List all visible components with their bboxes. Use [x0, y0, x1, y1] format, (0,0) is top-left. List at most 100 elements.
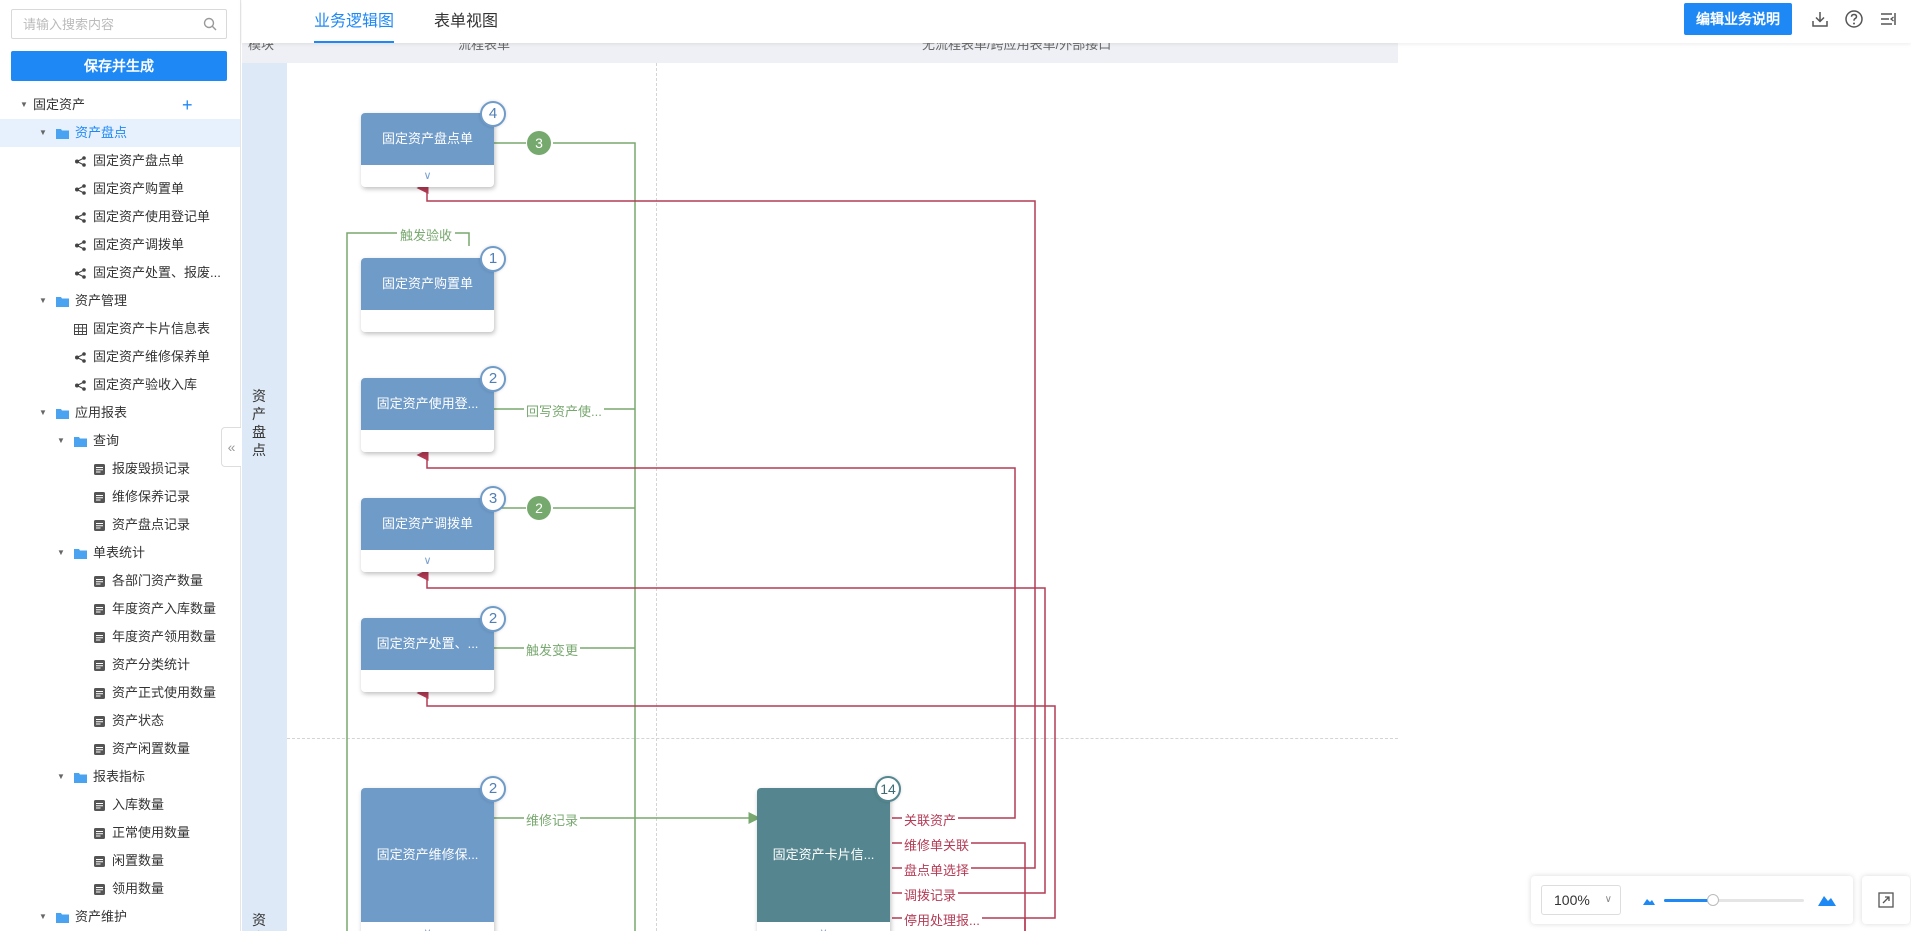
- link-label[interactable]: 关联资产: [902, 810, 959, 829]
- caret-down-icon[interactable]: ▼: [39, 912, 47, 921]
- expand-chevron-icon[interactable]: ∨: [757, 922, 890, 931]
- tree-node[interactable]: ▼查询: [0, 427, 240, 455]
- form-card-asset-card-table[interactable]: 固定资产卡片信... ∨: [757, 788, 890, 931]
- tab-form-view[interactable]: 表单视图: [434, 13, 499, 30]
- caret-down-icon[interactable]: ▼: [39, 408, 47, 417]
- zoom-slider[interactable]: [1664, 894, 1804, 906]
- link-label[interactable]: 触发验收: [397, 225, 456, 244]
- tree-node[interactable]: 固定资产购置单: [0, 175, 240, 203]
- red-link: [416, 687, 1056, 919]
- tree-node[interactable]: ▼固定资产+: [0, 91, 240, 119]
- zoom-value: 100%: [1554, 892, 1590, 908]
- tree-node[interactable]: ▼ 资产管理: [0, 287, 240, 315]
- link-label[interactable]: 触发变更: [524, 640, 581, 659]
- table-icon: [74, 324, 87, 335]
- tree-node[interactable]: ▼应用报表: [0, 399, 240, 427]
- save-and-generate-button[interactable]: 保存并生成: [11, 51, 227, 81]
- folder-icon: [74, 773, 87, 783]
- download-icon[interactable]: [1810, 9, 1830, 29]
- form-card-asset-repair[interactable]: 固定资产维修保... ∨: [361, 788, 494, 931]
- link-label[interactable]: 盘点单选择: [902, 860, 972, 879]
- tree-node[interactable]: ▼报表指标: [0, 763, 240, 791]
- outline-menu-icon[interactable]: [1878, 9, 1898, 29]
- caret-down-icon[interactable]: ▼: [39, 128, 47, 137]
- zoom-out-mountain-icon[interactable]: [1641, 892, 1657, 908]
- form-card-asset-usage[interactable]: 固定资产使用登...: [361, 378, 494, 452]
- card-title: 固定资产调拨单: [361, 498, 494, 550]
- card-title: 固定资产购置单: [361, 258, 494, 310]
- column-divider: [656, 63, 657, 931]
- tree-node[interactable]: 闲置数量: [0, 847, 240, 875]
- expand-chevron-icon[interactable]: ∨: [423, 555, 432, 567]
- tree-node[interactable]: 正常使用数量: [0, 819, 240, 847]
- tree-node[interactable]: 资产正式使用数量: [0, 679, 240, 707]
- double-chevron-left-icon: «: [227, 439, 236, 455]
- zoom-select[interactable]: 100%∨: [1541, 885, 1621, 915]
- tree-node[interactable]: 报废毁损记录: [0, 455, 240, 483]
- form-card-asset-inventory[interactable]: 固定资产盘点单 ∨︎: [361, 113, 494, 187]
- report-icon: [94, 464, 105, 475]
- tree-node-label: 年度资产入库数量: [112, 601, 217, 616]
- report-icon: [94, 716, 105, 727]
- tree-node[interactable]: 领用数量: [0, 875, 240, 903]
- link-label[interactable]: 调拨记录: [902, 885, 959, 904]
- form-card-asset-purchase[interactable]: 固定资产购置单: [361, 258, 494, 332]
- add-icon[interactable]: +: [182, 95, 193, 115]
- folder-icon: [74, 549, 87, 559]
- tree-node-label: 正常使用数量: [112, 825, 191, 840]
- logic-canvas[interactable]: 模块 流程表单 无流程表单/跨应用表单/外部接口 资产盘点 资产管: [242, 43, 1911, 931]
- tree-node[interactable]: ▼资产维护: [0, 903, 240, 931]
- collapse-sidebar-button[interactable]: «: [221, 427, 241, 467]
- tree-node-label: 各部门资产数量: [112, 573, 204, 588]
- folder-icon: [74, 437, 87, 447]
- tree-node[interactable]: 资产闲置数量: [0, 735, 240, 763]
- tree-node-label: 资产管理: [75, 293, 128, 308]
- tree-node-label: 固定资产维修保养单: [93, 349, 211, 364]
- caret-down-icon[interactable]: ▼: [20, 100, 28, 109]
- tree-node[interactable]: 入库数量: [0, 791, 240, 819]
- tree-node-label: 固定资产处置、报废...: [93, 265, 221, 280]
- link-label[interactable]: 维修单关联: [902, 835, 972, 854]
- tree-node[interactable]: 固定资产验收入库: [0, 371, 240, 399]
- tree-node[interactable]: 固定资产盘点单: [0, 147, 240, 175]
- tree-node[interactable]: 固定资产卡片信息表: [0, 315, 240, 343]
- form-card-asset-transfer[interactable]: 固定资产调拨单 ∨: [361, 498, 494, 572]
- tree-node[interactable]: 各部门资产数量: [0, 567, 240, 595]
- tree-node[interactable]: ▼单表统计: [0, 539, 240, 567]
- tree-node[interactable]: 固定资产处置、报废...: [0, 259, 240, 287]
- fit-view-button[interactable]: [1862, 876, 1910, 924]
- link-label[interactable]: 回写资产使...: [524, 401, 604, 420]
- caret-down-icon[interactable]: ▼: [57, 772, 65, 781]
- caret-down-icon[interactable]: ▼: [39, 296, 47, 305]
- link-label[interactable]: 停用处理报...: [902, 910, 982, 929]
- tree-node[interactable]: 维修保养记录: [0, 483, 240, 511]
- search-icon[interactable]: [203, 17, 217, 31]
- tab-logic-diagram[interactable]: 业务逻辑图: [314, 0, 395, 43]
- zoom-slider-handle[interactable]: [1707, 894, 1719, 906]
- tree-node[interactable]: 资产分类统计: [0, 651, 240, 679]
- tree-node[interactable]: 资产状态: [0, 707, 240, 735]
- expand-chevron-icon[interactable]: ∨: [361, 922, 494, 931]
- help-icon[interactable]: [1844, 9, 1864, 29]
- tree-node[interactable]: 固定资产使用登记单: [0, 203, 240, 231]
- search-input[interactable]: [12, 10, 192, 38]
- tree-node[interactable]: 固定资产维修保养单: [0, 343, 240, 371]
- report-icon: [94, 520, 105, 531]
- link-count-badge[interactable]: 3: [527, 131, 551, 155]
- expand-chevron-icon[interactable]: ∨︎: [423, 170, 432, 182]
- tree-node[interactable]: 年度资产领用数量: [0, 623, 240, 651]
- report-icon: [94, 884, 105, 895]
- tree-node[interactable]: 年度资产入库数量: [0, 595, 240, 623]
- caret-down-icon[interactable]: ▼: [57, 436, 65, 445]
- form-card-asset-disposal[interactable]: 固定资产处置、...: [361, 618, 494, 692]
- link-label[interactable]: 维修记录: [524, 810, 581, 829]
- tree-node-label: 资产盘点: [75, 125, 128, 140]
- edit-business-description-button[interactable]: 编辑业务说明: [1684, 3, 1792, 35]
- tree-node[interactable]: 资产盘点记录: [0, 511, 240, 539]
- flow-form-icon: [75, 380, 86, 391]
- link-count-badge[interactable]: 2: [527, 496, 551, 520]
- tree-node[interactable]: 固定资产调拨单: [0, 231, 240, 259]
- tree-node[interactable]: ▼ 资产盘点: [0, 119, 240, 147]
- caret-down-icon[interactable]: ▼: [57, 548, 65, 557]
- zoom-in-mountain-icon[interactable]: [1816, 888, 1838, 910]
